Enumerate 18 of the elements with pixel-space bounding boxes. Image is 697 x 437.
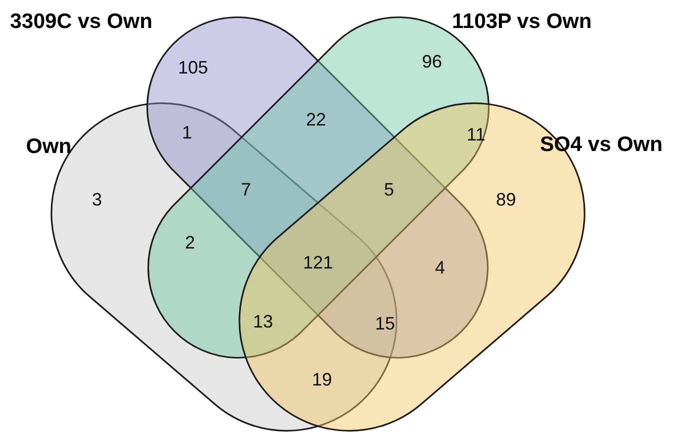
region-count: 96 — [422, 52, 442, 72]
region-count: 13 — [252, 312, 274, 332]
set-label: 3309C vs Own — [10, 10, 152, 34]
region-count: 1 — [182, 122, 192, 144]
region-count: 15 — [374, 314, 396, 334]
set-label: 1103P vs Own — [452, 10, 592, 34]
region-count: 4 — [435, 258, 445, 278]
region-count: 19 — [312, 370, 332, 390]
region-count: 22 — [306, 110, 326, 130]
region-count: 7 — [241, 180, 251, 200]
region-count: 2 — [185, 232, 195, 254]
region-count: 5 — [384, 180, 394, 200]
region-count: 89 — [496, 190, 516, 210]
set-label: Own — [26, 135, 72, 159]
region-count: 121 — [302, 252, 334, 274]
region-count: 105 — [178, 58, 208, 78]
region-count: 11 — [466, 124, 486, 146]
region-count: 3 — [92, 190, 102, 210]
